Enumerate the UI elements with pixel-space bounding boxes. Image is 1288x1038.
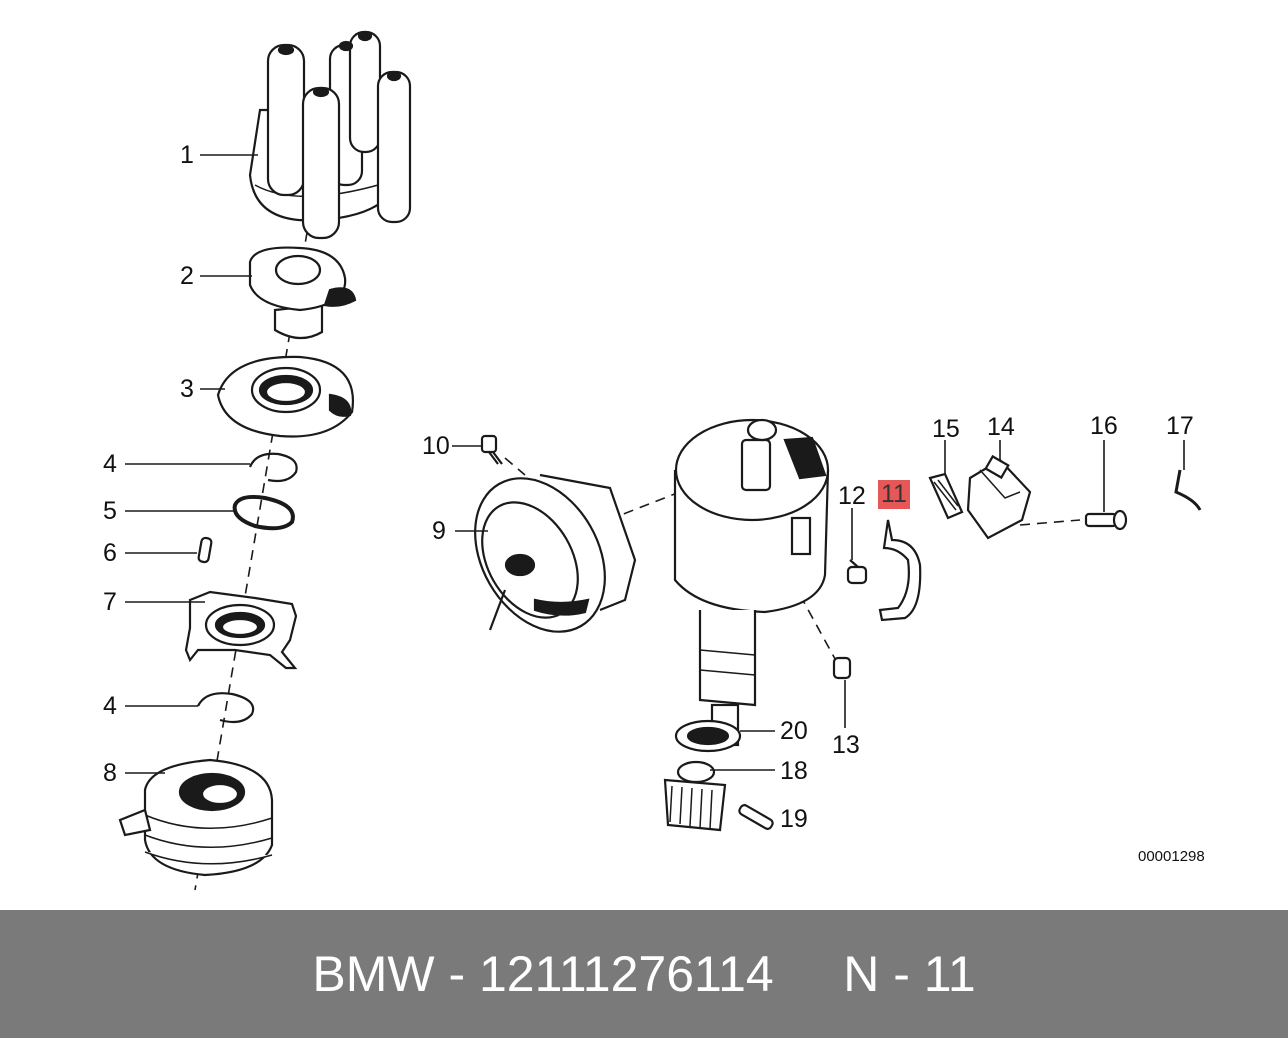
gasket	[928, 472, 964, 520]
weight-carrier-plate	[184, 590, 298, 670]
callout-6: 6	[103, 539, 117, 567]
assembly-axis-screw	[504, 457, 526, 476]
callout-1: 1	[180, 141, 194, 169]
footer-bar: BMW - 12111276114 N - 11	[0, 910, 1288, 1038]
screw-12	[846, 559, 868, 585]
callout-13: 13	[832, 731, 860, 759]
part-number-caption: BMW - 12111276114 N - 11	[312, 946, 976, 1002]
callout-4-upper: 4	[103, 450, 117, 478]
callout-18: 18	[780, 757, 808, 785]
callout-2: 2	[180, 262, 194, 290]
callout-17: 17	[1166, 412, 1194, 440]
callout-12: 12	[838, 482, 866, 510]
callout-4-lower: 4	[103, 692, 117, 720]
assembly-axis-bracket	[1019, 519, 1081, 526]
circlip-lower	[197, 692, 255, 724]
roll-pin	[738, 804, 774, 830]
callout-5: 5	[103, 497, 117, 525]
callout-7: 7	[103, 588, 117, 616]
pin	[197, 536, 213, 564]
circlip-upper	[248, 452, 298, 483]
distributor-housing-base	[118, 758, 274, 877]
distributor-body	[673, 418, 830, 747]
wire-hook	[1174, 469, 1202, 511]
callout-11-highlighted: 11	[878, 480, 910, 509]
dust-shield	[216, 355, 355, 438]
callout-15: 15	[932, 415, 960, 443]
callout-9: 9	[432, 517, 446, 545]
rotor	[248, 246, 357, 340]
callout-19: 19	[780, 805, 808, 833]
drive-gear	[663, 760, 727, 832]
callout-10: 10	[422, 432, 450, 460]
exploded-parts-diagram	[118, 30, 1202, 891]
callout-8: 8	[103, 759, 117, 787]
retaining-clip	[878, 519, 922, 622]
spring	[232, 494, 295, 531]
callout-16: 16	[1090, 412, 1118, 440]
distributor-cap	[248, 30, 412, 240]
callout-3: 3	[180, 375, 194, 403]
diagram-reference-code: 00001298	[1138, 848, 1205, 865]
assembly-axis-shaft	[799, 594, 841, 669]
bolt-16	[1084, 509, 1128, 531]
screw-10	[480, 434, 503, 465]
ignition-control-unit	[966, 454, 1032, 540]
thrust-washer	[674, 719, 742, 753]
screw-13	[832, 656, 852, 680]
callout-14: 14	[987, 413, 1015, 441]
callout-20: 20	[780, 717, 808, 745]
vacuum-advance-unit	[474, 473, 637, 633]
